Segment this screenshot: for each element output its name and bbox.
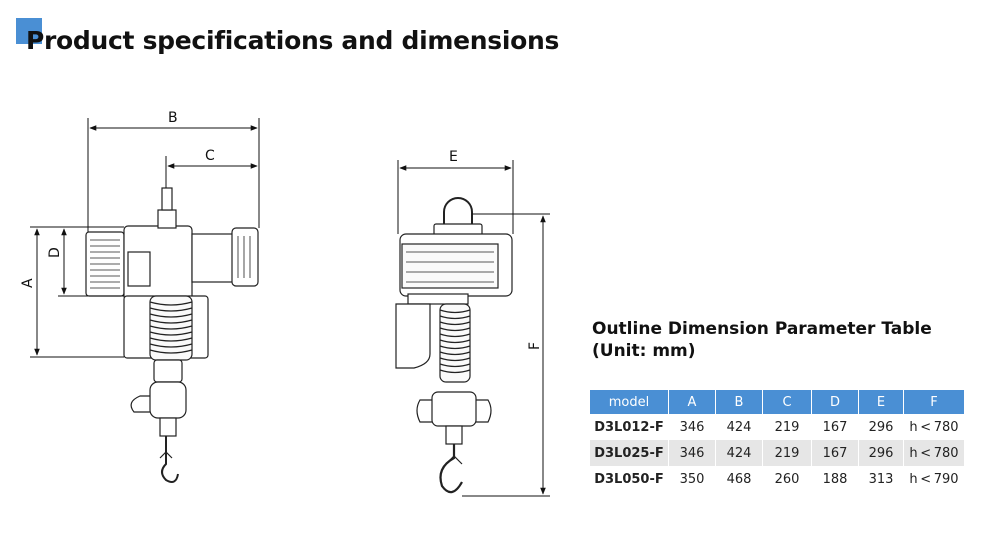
cell-a: 350 [668, 466, 716, 492]
cell-model: D3L050-F [590, 466, 669, 492]
header-a: A [668, 390, 716, 414]
dimension-label-e: E [449, 149, 458, 165]
page-title: Product specifications and dimensions [26, 26, 560, 55]
dimension-parameter-table: model A B C D E F D3L012-F 346 424 219 1… [590, 390, 965, 492]
accent-square [16, 18, 42, 44]
table-row: D3L012-F 346 424 219 167 296 h < 780 [590, 414, 965, 440]
cell-b: 424 [715, 414, 763, 440]
table-header-row: model A B C D E F [590, 390, 965, 414]
cell-d: 167 [811, 414, 859, 440]
header-b: B [715, 390, 763, 414]
dimension-label-d: D [47, 247, 63, 258]
cell-model: D3L012-F [590, 414, 669, 440]
cell-d: 167 [811, 440, 859, 466]
cell-e: 296 [858, 440, 904, 466]
cell-d: 188 [811, 466, 859, 492]
dimension-label-c: C [205, 148, 215, 164]
cell-e: 296 [858, 414, 904, 440]
cell-f: h < 780 [903, 414, 965, 440]
front-view-dimensions [30, 118, 260, 358]
cell-f: h < 790 [903, 466, 965, 492]
cell-f: h < 780 [903, 440, 965, 466]
dimension-label-a: A [20, 278, 36, 288]
side-view-dimensions [397, 160, 550, 497]
side-view-drawing [395, 197, 513, 494]
table-title-line2: (Unit: mm) [592, 341, 696, 361]
cell-c: 219 [762, 414, 812, 440]
cell-model: D3L025-F [590, 440, 669, 466]
cell-b: 424 [715, 440, 763, 466]
header-model: model [590, 390, 669, 414]
header-c: C [762, 390, 812, 414]
table-row: D3L050-F 350 468 260 188 313 h < 790 [590, 466, 965, 492]
dimension-label-b: B [168, 110, 178, 126]
dimension-label-f: F [527, 342, 543, 350]
front-view-drawing [85, 187, 259, 483]
table-row: D3L025-F 346 424 219 167 296 h < 780 [590, 440, 965, 466]
cell-c: 260 [762, 466, 812, 492]
table-title-line1: Outline Dimension Parameter Table [592, 319, 932, 339]
header-e: E [858, 390, 904, 414]
header-d: D [811, 390, 859, 414]
header-f: F [903, 390, 965, 414]
cell-a: 346 [668, 440, 716, 466]
cell-c: 219 [762, 440, 812, 466]
table-title: Outline Dimension Parameter Table (Unit:… [592, 318, 932, 362]
cell-e: 313 [858, 466, 904, 492]
cell-a: 346 [668, 414, 716, 440]
cell-b: 468 [715, 466, 763, 492]
